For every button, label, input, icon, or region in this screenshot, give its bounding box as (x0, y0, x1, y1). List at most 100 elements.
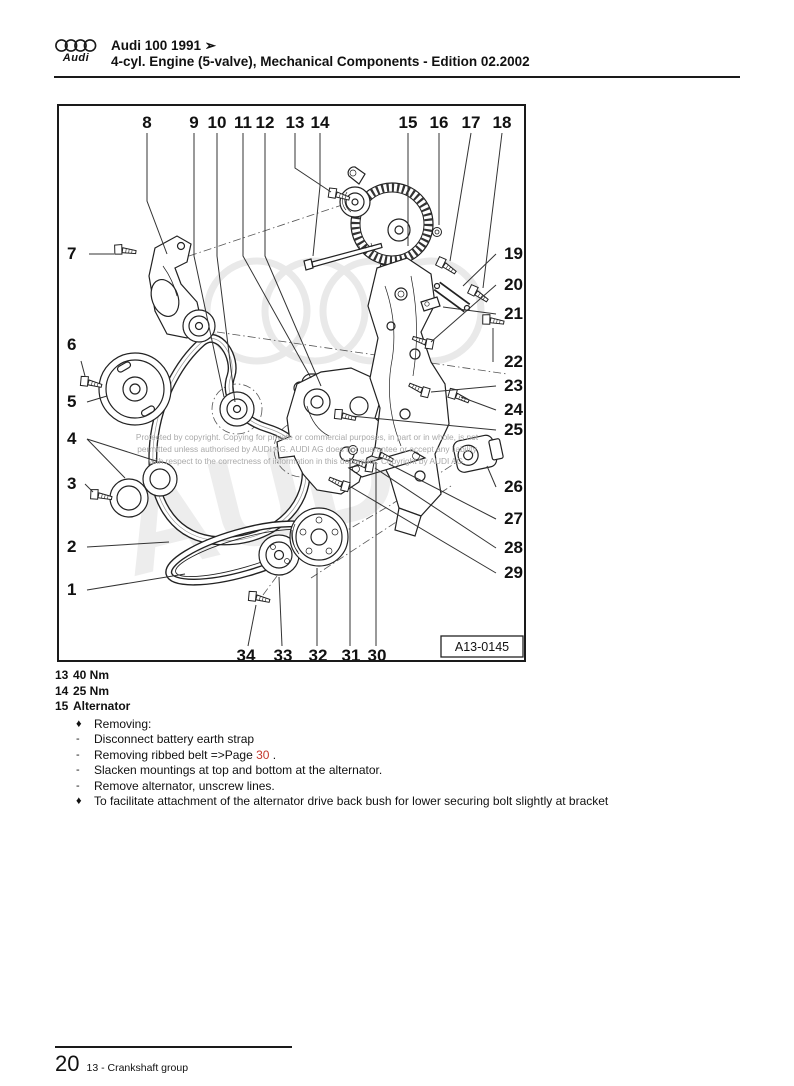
list-item: - Slacken mountings at top and bottom at… (55, 763, 755, 779)
svg-text:17: 17 (462, 113, 481, 132)
list-item: - Remove alternator, unscrew lines. (55, 779, 755, 795)
washer-pair (109, 461, 178, 518)
ribbed-belt (148, 334, 311, 546)
svg-text:18: 18 (493, 113, 512, 132)
torque-num: 14 (55, 683, 69, 698)
svg-text:25: 25 (504, 420, 523, 439)
page-number: 20 (55, 1051, 80, 1076)
header-rule (54, 76, 740, 78)
crankshaft-pulley (98, 352, 172, 426)
item-heading: 15 Alternator (55, 699, 755, 715)
svg-text:16: 16 (430, 113, 449, 132)
svg-text:2: 2 (67, 537, 76, 556)
page-30-link[interactable]: 30 (256, 747, 270, 762)
bullet-text: To facilitate attachment of the alternat… (94, 794, 609, 808)
svg-text:permitted unless authorised by: permitted unless authorised by AUDI AG. … (137, 444, 477, 454)
bullet-text: Removing: (94, 716, 152, 731)
svg-text:21: 21 (504, 304, 523, 323)
svg-text:A13-0145: A13-0145 (455, 640, 509, 654)
bullet-marker: - (76, 764, 80, 776)
callouts-bottom: 34 33 32 31 30 (237, 646, 387, 660)
svg-text:19: 19 (504, 244, 523, 263)
svg-text:30: 30 (368, 646, 387, 660)
svg-text:14: 14 (311, 113, 330, 132)
svg-text:32: 32 (309, 646, 328, 660)
svg-text:7: 7 (67, 244, 76, 263)
list-item: ♦ Removing: (55, 717, 755, 733)
svg-text:27: 27 (504, 509, 523, 528)
page-header: Audi Audi 100 1991 ➢ 4-cyl. Engine (5-va… (54, 38, 530, 70)
watermark-rings-icon (203, 257, 485, 365)
auxiliary-pump (452, 434, 504, 473)
svg-text:22: 22 (504, 352, 523, 371)
bullet-marker: ♦ (76, 717, 82, 730)
list-item: - Disconnect battery earth strap (55, 732, 755, 748)
angle-clamp (420, 296, 441, 312)
svg-text:24: 24 (504, 400, 523, 419)
pump-pulley-ribbed (289, 507, 349, 567)
svg-text:12: 12 (256, 113, 275, 132)
torque-item: 13 40 Nm (55, 668, 755, 684)
svg-text:5: 5 (67, 392, 76, 411)
belt-tensioner (148, 235, 216, 343)
bullet-text: Disconnect battery earth strap (94, 732, 255, 746)
svg-text:8: 8 (142, 113, 151, 132)
page-footer: 20 13 - Crankshaft group (55, 1046, 755, 1077)
svg-text:23: 23 (504, 376, 523, 395)
svg-text:31: 31 (342, 646, 361, 660)
svg-text:33: 33 (274, 646, 293, 660)
callouts-left: 7 6 5 4 3 2 1 (67, 244, 77, 599)
bullet-text: Remove alternator, unscrew lines. (94, 778, 275, 793)
svg-text:3: 3 (67, 474, 76, 493)
bullet-marker: - (76, 779, 80, 792)
audi-wordmark: Audi (62, 52, 90, 64)
link-strut (433, 281, 471, 313)
exploded-view-diagram: AUDI (57, 104, 526, 662)
copyright-watermark: Protected by copyright. Copying for priv… (136, 432, 479, 466)
svg-text:20: 20 (504, 275, 523, 294)
bullet-marker: - (76, 733, 80, 745)
audi-logo: Audi (54, 38, 98, 64)
footer-rule (55, 1046, 292, 1048)
svg-text:13: 13 (286, 113, 305, 132)
notes-section: 13 40 Nm 14 25 Nm 15 Alternator ♦ Removing:… (55, 668, 755, 810)
torque-value: 40 Nm (73, 668, 110, 682)
section-title: 4-cyl. Engine (5-valve), Mechanical Comp… (111, 54, 530, 69)
svg-text:4: 4 (67, 429, 77, 448)
bullet-marker: ♦ (76, 795, 82, 807)
svg-text:9: 9 (189, 113, 198, 132)
procedure-list: ♦ Removing: - Disconnect battery earth s… (55, 717, 755, 810)
svg-text:26: 26 (504, 477, 523, 496)
list-item: - Removing ribbed belt =>Page 30 . (55, 748, 755, 764)
figure-label: A13-0145 (440, 635, 524, 658)
leader-lines (80, 132, 503, 647)
bullet-text: Slacken mountings at top and bottom at t… (94, 763, 383, 777)
svg-text:28: 28 (504, 538, 523, 557)
list-item: ♦ To facilitate attachment of the altern… (55, 794, 755, 810)
bullet-text: Removing ribbed belt =>Page 30 . (94, 747, 277, 762)
long-bolt (303, 242, 383, 271)
bullet-marker: - (76, 748, 80, 761)
callouts-right: 19 20 21 22 23 24 25 26 27 28 29 (504, 244, 523, 582)
diagram-svg: AUDI (67, 113, 524, 660)
header-titles: Audi 100 1991 ➢ 4-cyl. Engine (5-valve),… (111, 38, 530, 70)
torque-item: 14 25 Nm (55, 684, 755, 700)
item-title: Alternator (73, 699, 131, 713)
svg-text:10: 10 (208, 113, 227, 132)
pump-pulley-small (258, 534, 300, 576)
svg-text:29: 29 (504, 563, 523, 582)
item-num: 15 (55, 699, 69, 713)
svg-text:1: 1 (67, 580, 76, 599)
callouts-top: 8 9 10 11 12 13 14 15 16 17 18 (142, 113, 511, 132)
model-title: Audi 100 1991 ➢ (111, 38, 217, 53)
audi-rings-icon (55, 39, 97, 52)
svg-text:34: 34 (237, 646, 256, 660)
torque-value: 25 Nm (73, 683, 110, 698)
torque-num: 13 (55, 668, 69, 682)
svg-text:11: 11 (234, 113, 252, 132)
repair-group-label: 13 - Crankshaft group (86, 1062, 189, 1074)
svg-text:with respect to the correctnes: with respect to the correctness of infor… (148, 456, 466, 466)
svg-text:Protected by copyright. Copyin: Protected by copyright. Copying for priv… (136, 432, 479, 442)
idler-pulley (219, 391, 255, 427)
